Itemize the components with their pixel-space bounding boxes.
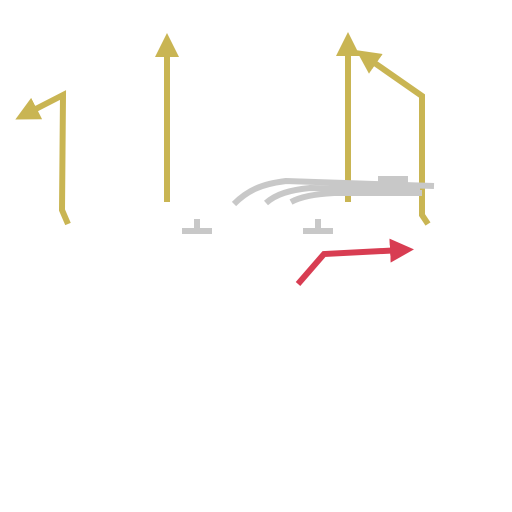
left-route-line xyxy=(15,90,71,226)
motion-curve-2 xyxy=(263,184,421,206)
t-marker-stem xyxy=(194,219,200,229)
t-marker-stem xyxy=(315,219,321,229)
t-marker-icon xyxy=(182,228,212,234)
right-player-marker xyxy=(303,219,333,234)
motion-curve-1 xyxy=(231,177,435,207)
t-marker-icon xyxy=(303,228,333,234)
motion-curve-3 xyxy=(289,190,422,205)
highlight-route-line xyxy=(295,238,414,286)
motion-block xyxy=(378,176,408,194)
right-route-line xyxy=(356,50,431,226)
left-player-marker xyxy=(182,219,212,234)
